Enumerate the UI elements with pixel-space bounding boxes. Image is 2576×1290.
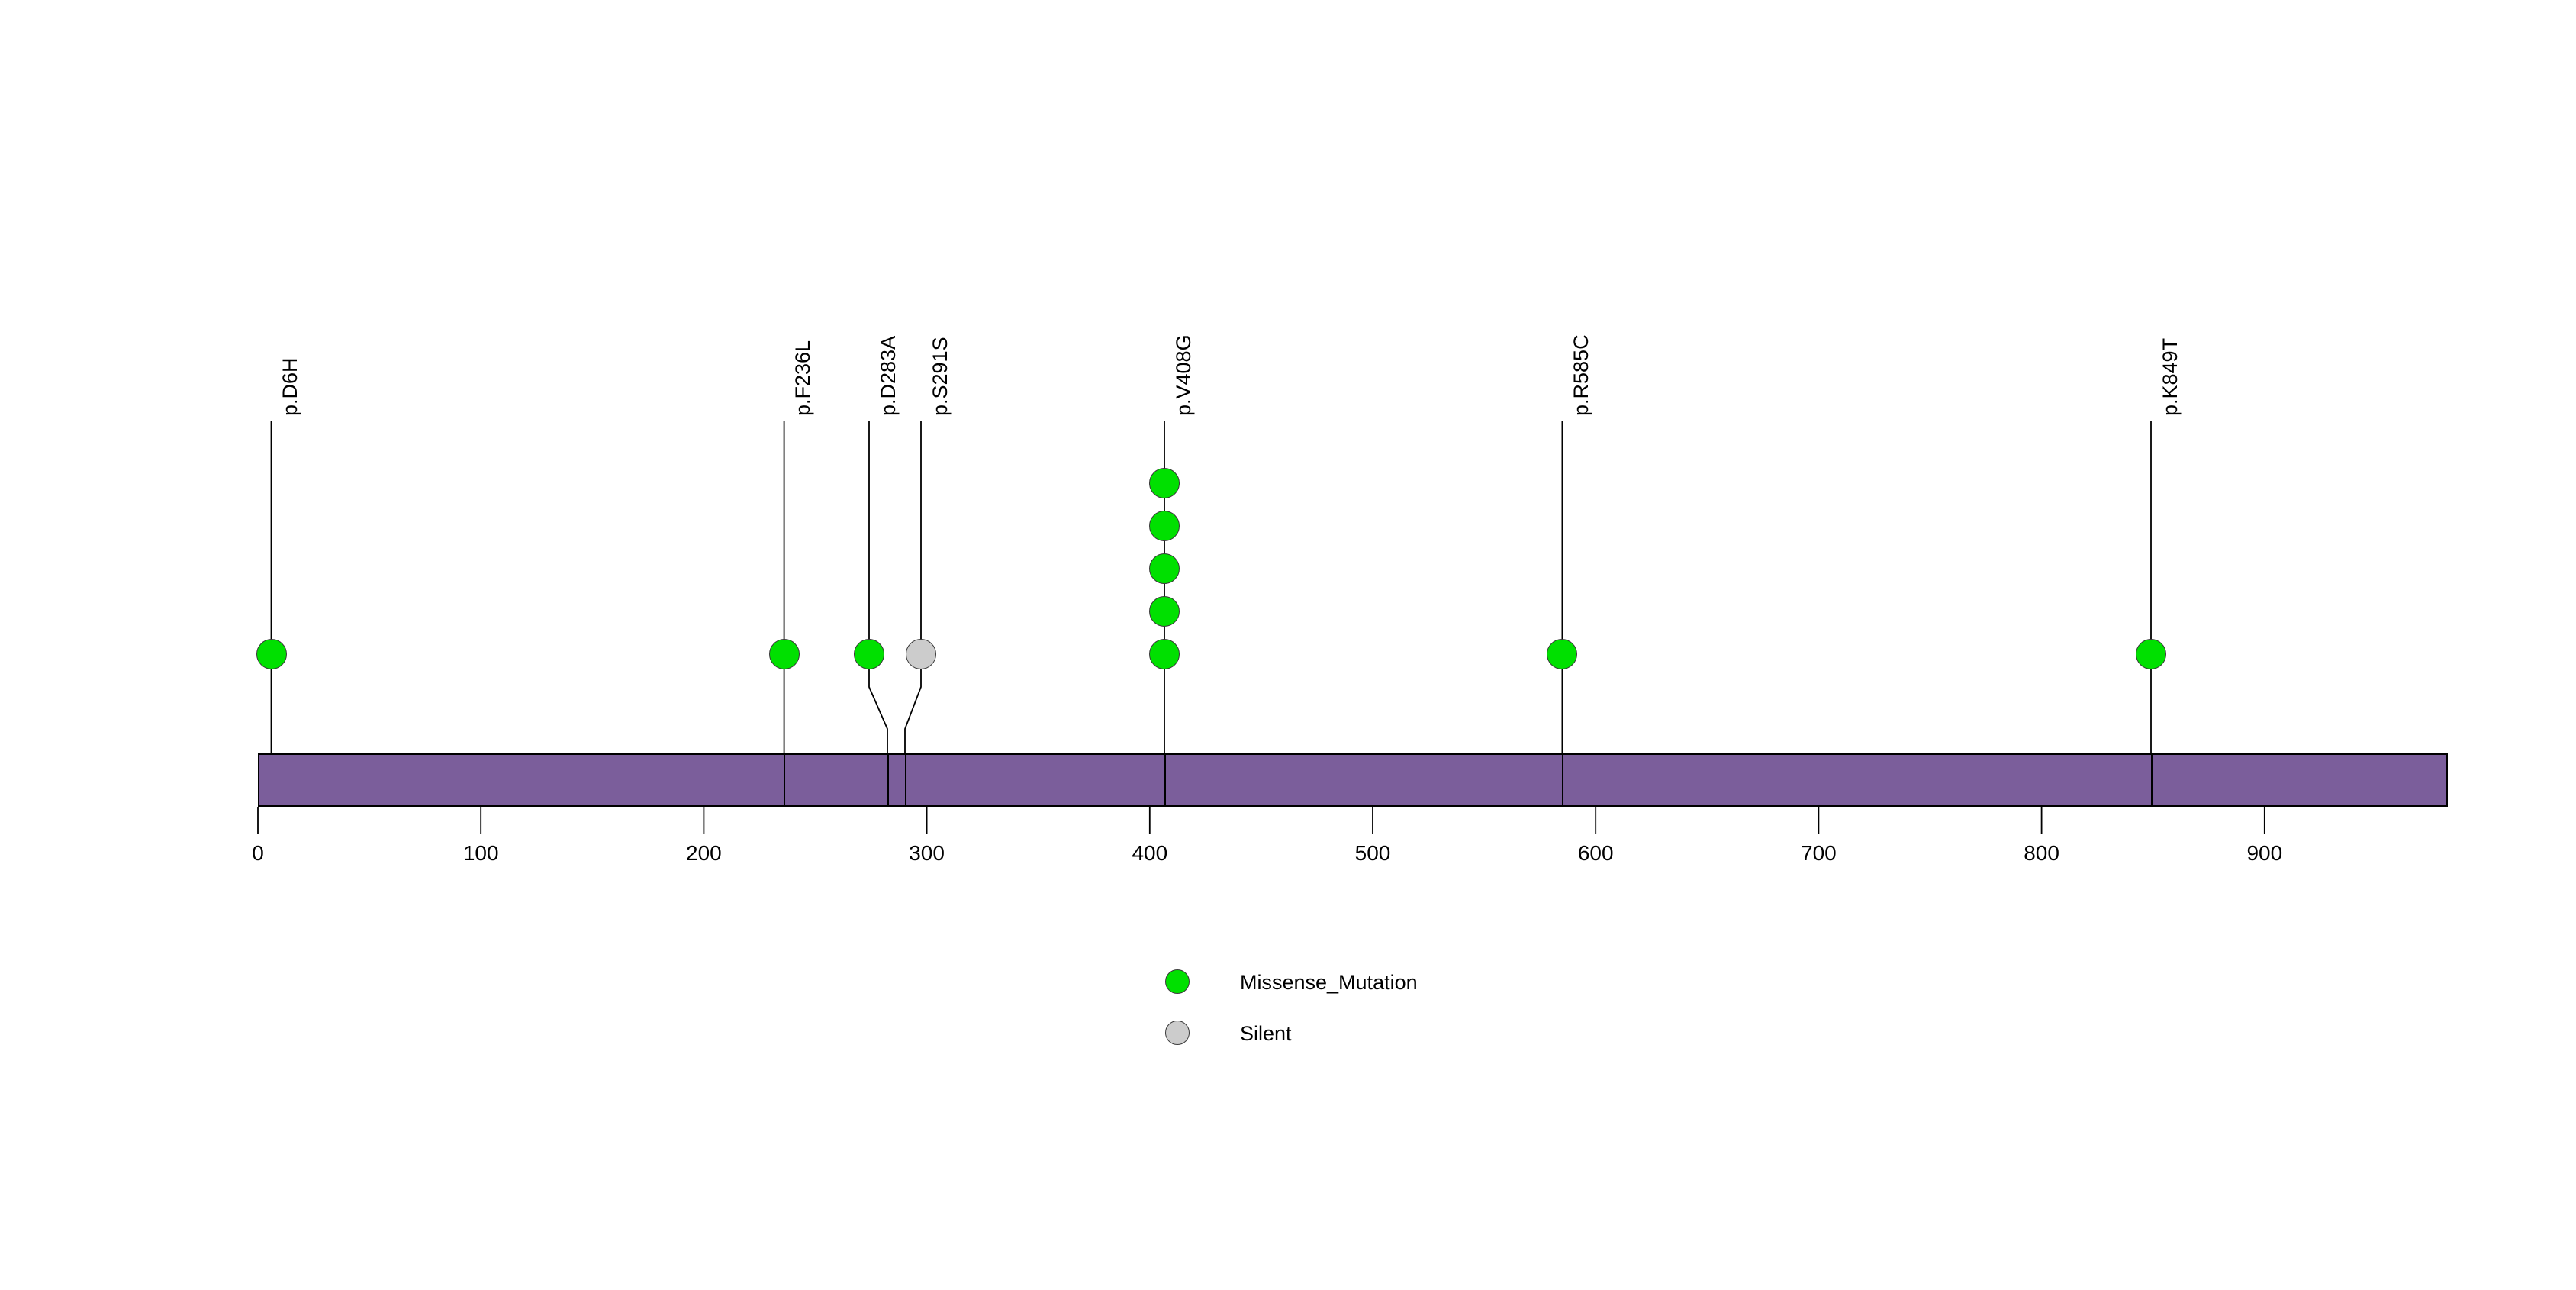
legend-label-silent: Silent (1240, 1022, 1292, 1045)
x-tick-label-400: 400 (1132, 841, 1168, 865)
legend-swatch-silent (1165, 1021, 1190, 1045)
lollipop-head-p-v408g-3[interactable] (1149, 553, 1180, 584)
bar-divider-408 (1164, 753, 1166, 807)
lollipop-head-p-v408g-2[interactable] (1149, 596, 1180, 627)
legend-swatch-missense (1165, 969, 1190, 994)
x-tick-label-700: 700 (1801, 841, 1837, 865)
bar-divider-585 (1562, 753, 1563, 807)
x-tick-label-0: 0 (252, 841, 264, 865)
lollipop-head-p-d6h-1[interactable] (256, 639, 287, 669)
bar-divider-283 (887, 753, 889, 807)
x-tick-label-200: 200 (686, 841, 722, 865)
protein-backbone-bar (258, 753, 2448, 807)
lollipop-head-p-k849t-1[interactable] (2136, 639, 2166, 669)
x-tick-label-900: 900 (2246, 841, 2283, 865)
x-tick-label-800: 800 (2024, 841, 2059, 865)
lollipop-head-p-f236l-1[interactable] (768, 639, 800, 669)
bar-divider-849 (2151, 753, 2153, 807)
lollipop-head-p-d283a-1[interactable] (854, 639, 884, 669)
lollipop-head-p-s291s-1[interactable] (906, 639, 936, 669)
lollipop-head-p-v408g-1[interactable] (1149, 639, 1180, 669)
bar-divider-236 (784, 753, 785, 807)
x-tick-label-100: 100 (462, 841, 499, 865)
legend-label-missense: Missense_Mutation (1240, 971, 1418, 994)
x-tick-label-600: 600 (1577, 841, 1614, 865)
lollipop-head-p-v408g-4[interactable] (1149, 511, 1180, 541)
x-tick-label-300: 300 (909, 841, 945, 865)
x-tick-label-500: 500 (1354, 841, 1391, 865)
lollipop-head-p-r585c-1[interactable] (1547, 639, 1578, 669)
lollipop-head-p-v408g-5[interactable] (1149, 468, 1180, 498)
bar-divider-291 (905, 753, 906, 807)
